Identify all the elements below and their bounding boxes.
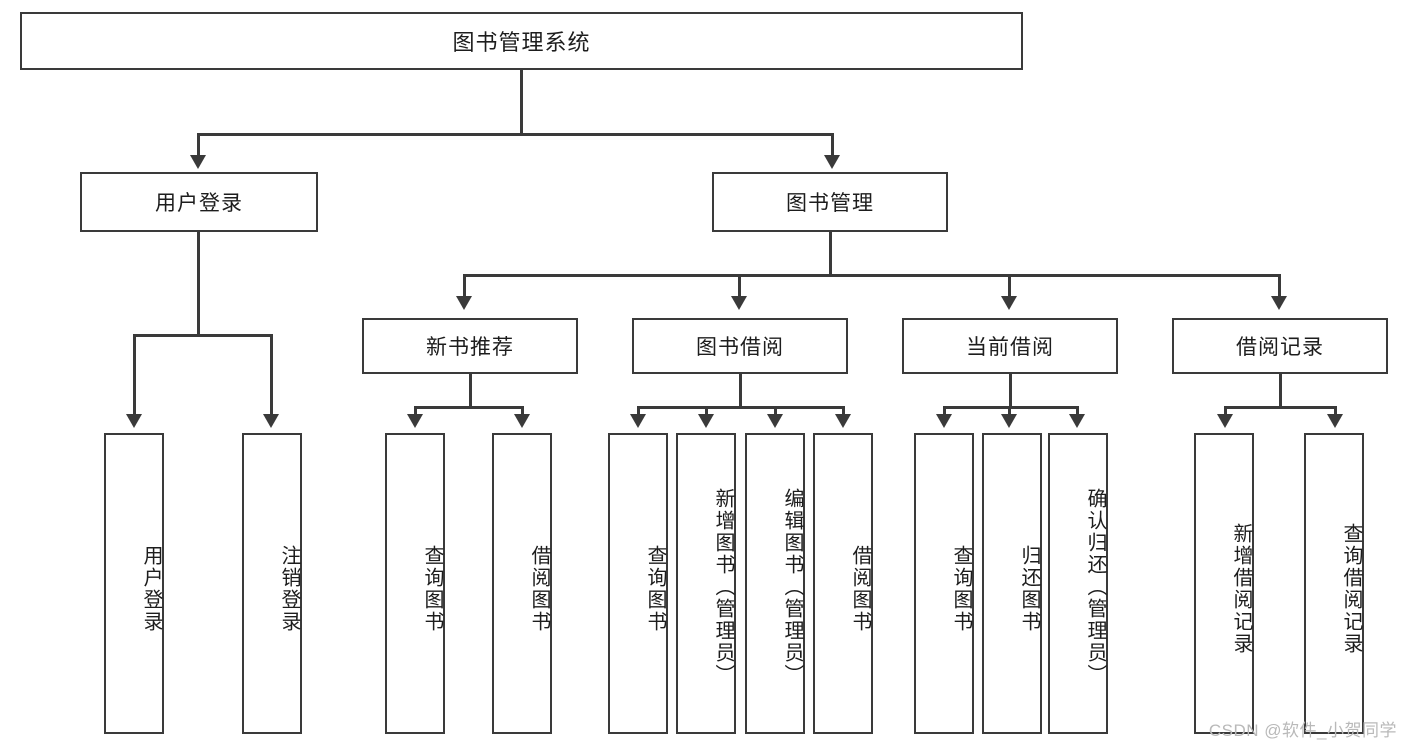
node-new-book-recommend[interactable]: 新书推荐 — [362, 318, 578, 374]
connector-borrow-record-stem — [1279, 374, 1282, 408]
node-current-borrow[interactable]: 当前借阅 — [902, 318, 1118, 374]
connector-drop-borrow-record — [1278, 274, 1281, 298]
arrow-leaf-user-login — [126, 414, 142, 428]
connector-user-login-stem — [197, 232, 200, 335]
leaf-borrow-book-2[interactable]: 借阅图书 — [813, 433, 873, 734]
arrow-leaf-add-record — [1217, 414, 1233, 428]
connector-root-bar — [197, 133, 834, 136]
node-user-login[interactable]: 用户登录 — [80, 172, 318, 232]
connector-drop-borrow-book-1 — [521, 406, 524, 416]
node-book-borrow[interactable]: 图书借阅 — [632, 318, 848, 374]
arrow-leaf-edit-book — [767, 414, 783, 428]
connector-borrow-record-bar — [1224, 406, 1337, 409]
connector-drop-user-login — [197, 133, 200, 157]
connector-new-book-stem — [469, 374, 472, 408]
arrow-leaf-query-book-3 — [936, 414, 952, 428]
connector-drop-edit-book — [774, 406, 777, 416]
leaf-query-book-1[interactable]: 查询图书 — [385, 433, 445, 734]
leaf-query-book-2[interactable]: 查询图书 — [608, 433, 668, 734]
leaf-edit-book[interactable]: 编辑图书（管理员） — [745, 433, 805, 734]
node-book-management[interactable]: 图书管理 — [712, 172, 948, 232]
arrow-book-borrow — [731, 296, 747, 310]
arrow-leaf-logout — [263, 414, 279, 428]
connector-drop-leaf-logout — [270, 334, 273, 416]
leaf-add-record[interactable]: 新增借阅记录 — [1194, 433, 1254, 734]
node-label: 注销登录 — [278, 544, 300, 633]
node-label: 查询图书 — [644, 544, 666, 633]
arrow-leaf-add-book — [698, 414, 714, 428]
connector-book-borrow-stem — [739, 374, 742, 408]
arrow-leaf-return-book — [1001, 414, 1017, 428]
connector-drop-query-book-3 — [943, 406, 946, 416]
watermark: CSDN @软件_小贺同学 — [1208, 721, 1397, 740]
connector-book-borrow-bar — [637, 406, 843, 409]
node-label: 确认归还（管理员） — [1084, 487, 1106, 686]
node-label: 新增借阅记录 — [1230, 522, 1252, 655]
connector-drop-current-borrow — [1008, 274, 1011, 298]
node-label: 编辑图书（管理员） — [781, 487, 803, 686]
connector-drop-query-record — [1334, 406, 1337, 416]
connector-current-borrow-stem — [1009, 374, 1012, 408]
node-book-management-system[interactable]: 图书管理系统 — [20, 12, 1023, 70]
node-borrow-record[interactable]: 借阅记录 — [1172, 318, 1388, 374]
connector-user-login-bar — [133, 334, 270, 337]
arrow-leaf-borrow-book-1 — [514, 414, 530, 428]
leaf-add-book[interactable]: 新增图书（管理员） — [676, 433, 736, 734]
leaf-user-login[interactable]: 用户登录 — [104, 433, 164, 734]
arrow-borrow-record — [1271, 296, 1287, 310]
connector-drop-add-book — [705, 406, 708, 416]
arrow-new-book-recommend — [456, 296, 472, 310]
connector-root-stem — [520, 70, 523, 134]
arrow-leaf-query-book-2 — [630, 414, 646, 428]
arrow-user-login — [190, 155, 206, 169]
node-label: 查询图书 — [421, 544, 443, 633]
connector-drop-add-record — [1224, 406, 1227, 416]
node-label: 查询图书 — [950, 544, 972, 633]
connector-book-manage-bar — [463, 274, 1280, 277]
arrow-leaf-query-record — [1327, 414, 1343, 428]
connector-drop-return-book — [1008, 406, 1011, 416]
node-label: 图书借阅 — [696, 336, 784, 359]
connector-drop-query-book-1 — [414, 406, 417, 416]
node-label: 查询借阅记录 — [1340, 522, 1362, 655]
leaf-logout[interactable]: 注销登录 — [242, 433, 302, 734]
leaf-return-book[interactable]: 归还图书 — [982, 433, 1042, 734]
node-label: 归还图书 — [1018, 544, 1040, 633]
connector-drop-new-book — [463, 274, 466, 298]
connector-drop-confirm-return — [1076, 406, 1079, 416]
connector-new-book-bar — [414, 406, 524, 409]
node-label: 新书推荐 — [426, 336, 514, 359]
connector-drop-book-borrow — [738, 274, 741, 298]
arrow-leaf-confirm-return — [1069, 414, 1085, 428]
connector-drop-query-book-2 — [637, 406, 640, 416]
arrow-leaf-query-book-1 — [407, 414, 423, 428]
node-label: 用户登录 — [140, 544, 162, 633]
node-label: 借阅图书 — [849, 544, 871, 633]
node-label: 借阅图书 — [528, 544, 550, 633]
connector-current-borrow-bar — [943, 406, 1078, 409]
node-label: 新增图书（管理员） — [712, 487, 734, 686]
node-label: 当前借阅 — [966, 336, 1054, 359]
leaf-query-record[interactable]: 查询借阅记录 — [1304, 433, 1364, 734]
node-label: 用户登录 — [155, 192, 243, 215]
arrow-book-manage — [824, 155, 840, 169]
connector-book-manage-stem — [829, 232, 832, 276]
leaf-borrow-book-1[interactable]: 借阅图书 — [492, 433, 552, 734]
node-label: 图书管理 — [786, 192, 874, 215]
node-label: 图书管理系统 — [452, 30, 591, 55]
connector-drop-book-manage — [831, 133, 834, 157]
arrow-current-borrow — [1001, 296, 1017, 310]
leaf-confirm-return[interactable]: 确认归还（管理员） — [1048, 433, 1108, 734]
arrow-leaf-borrow-book-2 — [835, 414, 851, 428]
node-label: 借阅记录 — [1236, 336, 1324, 359]
leaf-query-book-3[interactable]: 查询图书 — [914, 433, 974, 734]
connector-drop-leaf-user-login — [133, 334, 136, 416]
connector-drop-borrow-book-2 — [842, 406, 845, 416]
